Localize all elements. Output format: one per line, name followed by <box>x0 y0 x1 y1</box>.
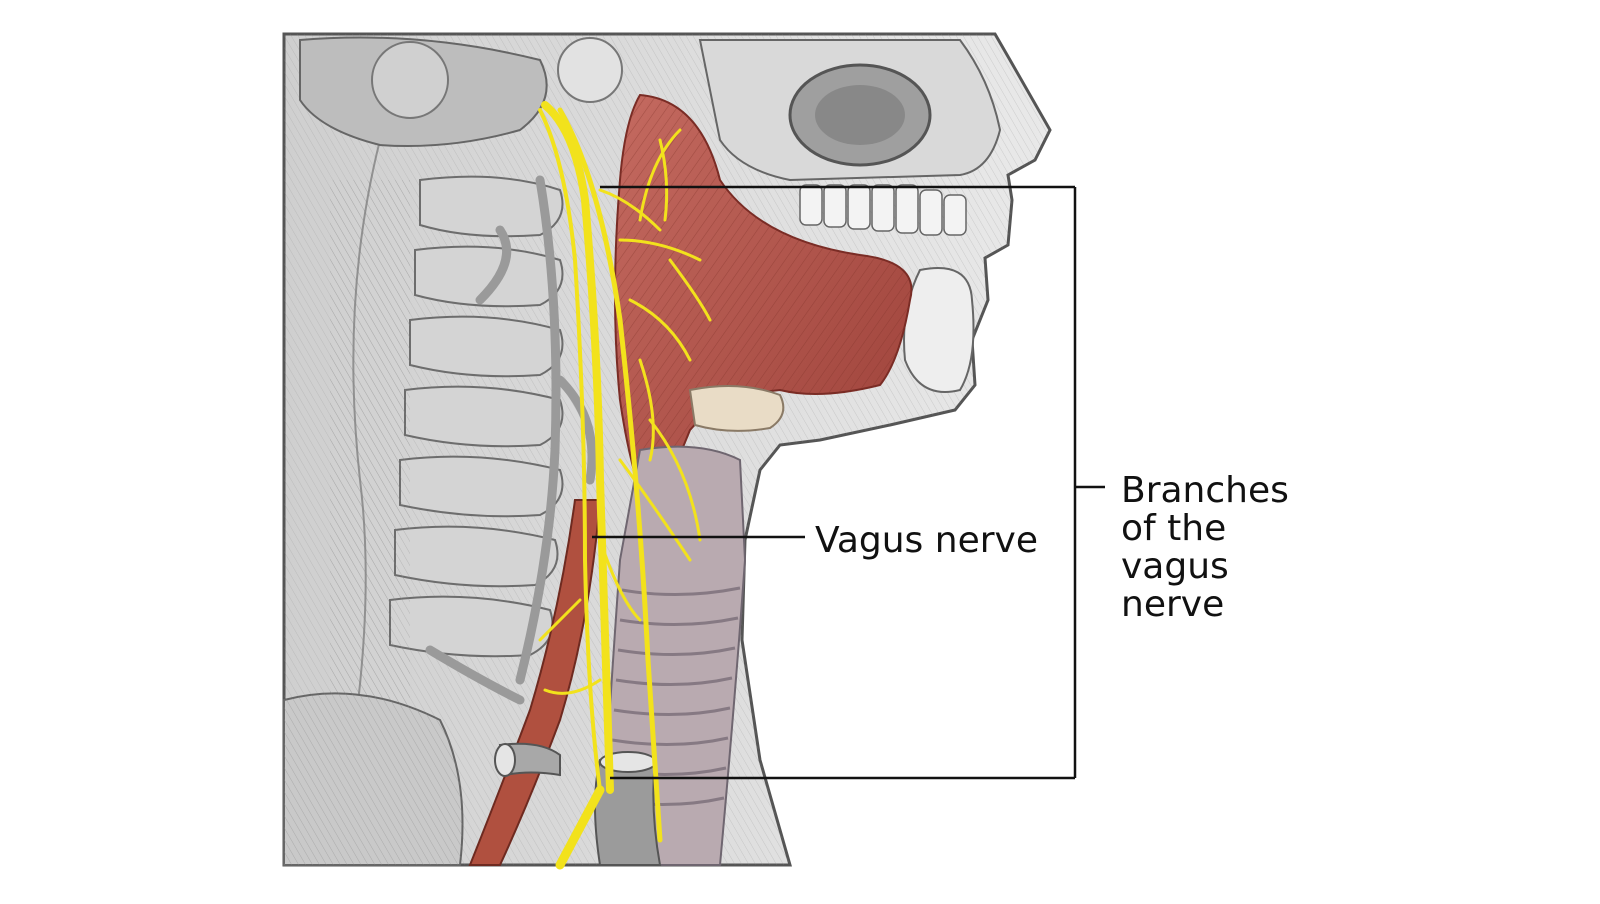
mastoid-bone <box>557 37 623 103</box>
cervical-vertebrae <box>389 175 564 658</box>
branches-label-line-4: nerve <box>1121 584 1225 625</box>
branches-of-vagus-nerve-label: Branches of the vagus nerve <box>1121 472 1289 624</box>
gray-vessels <box>425 175 597 705</box>
mandible-bone <box>903 267 975 393</box>
branches-label-line-3: vagus <box>1121 546 1229 587</box>
vagus-nerve-branches <box>538 128 712 695</box>
vagus-nerve-trunk <box>538 101 663 870</box>
branches-label-line-2: of the <box>1121 508 1227 549</box>
branches-bracket <box>600 185 1105 780</box>
hyoid-bone <box>688 385 785 432</box>
branches-label-line-1: Branches <box>1121 470 1289 511</box>
teeth <box>799 184 967 236</box>
vagus-nerve-label: Vagus nerve <box>815 520 1038 561</box>
